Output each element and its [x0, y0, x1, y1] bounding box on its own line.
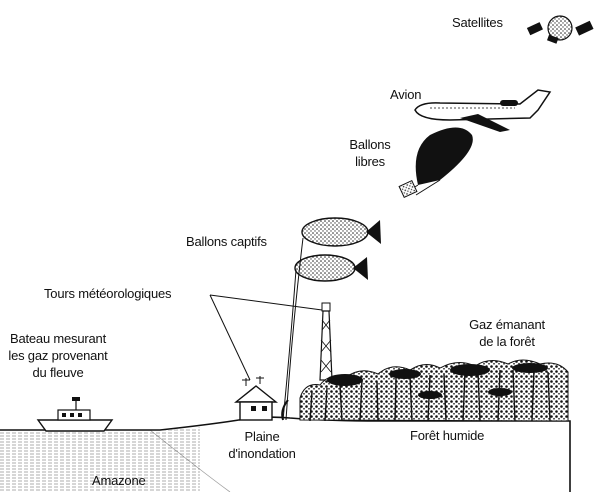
boat-icon — [36, 397, 114, 432]
tethered-balloon-lower-icon — [294, 254, 368, 282]
label-ballons-libres: Ballons libres — [349, 137, 391, 169]
label-satellites: Satellites — [452, 15, 503, 30]
label-bateau: Bateau mesurant les gaz provenant du fle… — [8, 331, 108, 380]
label-gaz-foret: Gaz émanant de la forêt — [469, 317, 545, 349]
tethered-balloon-upper-icon — [301, 217, 381, 247]
meteorological-tower-icon — [319, 302, 333, 381]
airplane-icon — [414, 89, 552, 132]
river-water — [0, 427, 200, 492]
label-amazone: Amazone — [92, 473, 146, 488]
label-plaine-inondation: Plaine d'inondation — [228, 429, 296, 461]
label-avion: Avion — [390, 87, 422, 102]
station-house-icon — [234, 376, 278, 421]
rainforest-canopy — [299, 359, 569, 422]
tower-pointer-lines — [209, 294, 323, 381]
tether-lines — [281, 237, 304, 421]
satellite-icon — [526, 15, 594, 44]
label-foret-humide: Forêt humide — [410, 428, 485, 443]
free-balloon-icon — [398, 127, 473, 199]
label-ballons-captifs: Ballons captifs — [186, 234, 267, 249]
label-tours-meteorologiques: Tours météorologiques — [44, 286, 172, 301]
riverbank — [149, 429, 231, 492]
